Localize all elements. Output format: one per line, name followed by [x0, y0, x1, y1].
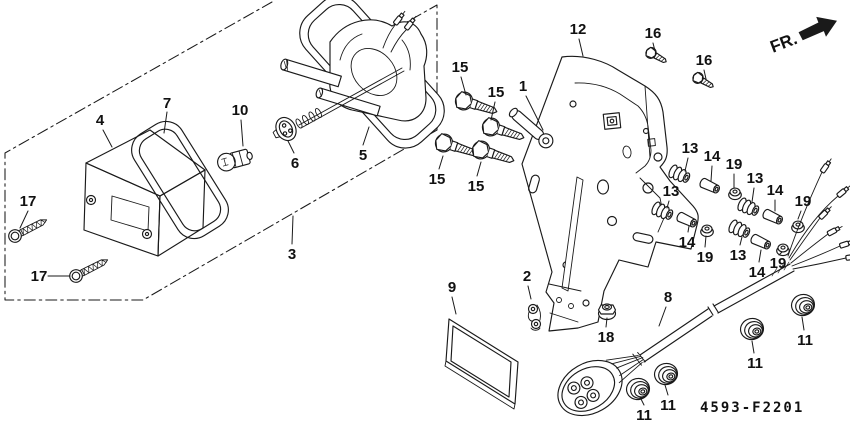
callout-label: 17	[20, 193, 37, 210]
fr-label: FR.	[767, 29, 799, 57]
screw-17-set	[5, 213, 112, 286]
callout-label: 11	[660, 397, 676, 414]
adjuster-rod	[298, 67, 405, 129]
bulb-10	[217, 148, 253, 172]
link-rod-1	[508, 107, 554, 149]
body-wire-leads	[382, 24, 407, 53]
bracket-12	[521, 55, 699, 332]
callout-label: 15	[429, 171, 446, 188]
assembly-boundary-chain-line	[4, 1, 438, 301]
fr-direction-arrow: FR.	[767, 16, 837, 57]
callout-label: 7	[163, 95, 171, 112]
callout-label: 5	[359, 147, 367, 164]
callout-label: 19	[697, 249, 714, 266]
arrow-icon	[798, 16, 837, 41]
grommet-11-set	[623, 291, 818, 403]
mount-rod-upper	[280, 58, 342, 88]
callout-label: 13	[730, 247, 747, 264]
callout-label: 4	[96, 112, 105, 129]
callout-label: 13	[682, 140, 699, 157]
callout-label: 1	[519, 78, 527, 95]
nut-18	[597, 303, 617, 321]
callout-label: 16	[645, 25, 662, 42]
callout-label: 14	[767, 182, 784, 199]
callout-label: 3	[288, 246, 296, 263]
taillight-body-5	[272, 0, 445, 149]
callout-label: 12	[570, 21, 587, 38]
callout-label: 9	[448, 279, 456, 296]
callout-label: 14	[749, 264, 766, 281]
bulb-socket-6	[272, 116, 297, 142]
reflector-9	[444, 318, 519, 410]
mount-rod-lower	[315, 87, 381, 117]
bolt-15-set	[432, 89, 528, 170]
callout-label: 18	[598, 329, 615, 346]
callout-label: 2	[523, 268, 531, 285]
callout-label: 13	[747, 170, 764, 187]
leader-lines	[19, 38, 805, 406]
callout-label: 19	[726, 156, 743, 173]
callout-label: 17	[31, 268, 48, 285]
callout-label: 14	[679, 234, 696, 251]
callout-label: 11	[797, 332, 813, 349]
callout-label: 8	[664, 289, 672, 306]
callout-label: 11	[747, 355, 763, 372]
callout-label: 16	[696, 52, 713, 69]
callout-label: 19	[770, 255, 787, 272]
callout-label: 14	[704, 148, 721, 165]
callout-label: 10	[232, 102, 249, 119]
callout-label: 15	[488, 84, 505, 101]
callout-label: 19	[795, 193, 812, 210]
callout-label: 13	[663, 183, 680, 200]
callout-label: 11	[636, 407, 652, 424]
harness-connector	[557, 351, 646, 417]
callout-labels: 4 7 10 17 17 3 5 6 15 15 15 15 1 12 16 1…	[20, 21, 813, 424]
clip-2	[527, 303, 542, 331]
taillight-lens-4	[83, 129, 206, 257]
wire-harness-8	[557, 156, 850, 417]
callout-label: 15	[468, 178, 485, 195]
part-code: 4593-F2201	[700, 400, 804, 416]
callout-label: 6	[291, 155, 299, 172]
callout-label: 15	[452, 59, 469, 76]
